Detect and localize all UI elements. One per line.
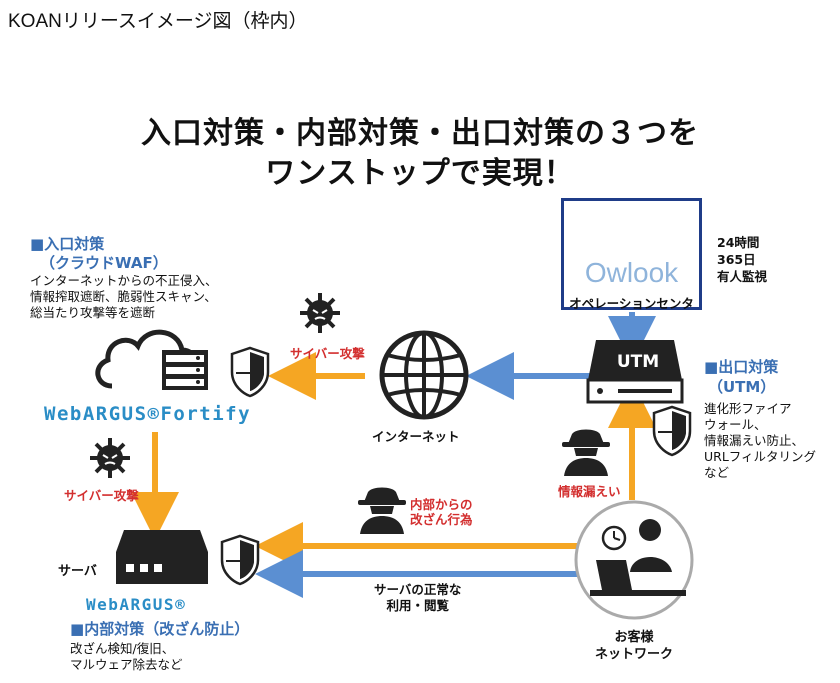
webargus-logo: WebARGUS® — [86, 595, 187, 614]
server-appliance-icon — [116, 530, 208, 584]
owlook-operation-center-box: Owlook オペレーションセンタ — [561, 198, 702, 311]
customer-network-line: お客様 — [614, 630, 654, 645]
shield-icon-utm — [652, 405, 692, 457]
exit-subtitle: （UTM） — [708, 378, 776, 396]
exit-desc-line: 情報漏えい防止、 — [704, 433, 805, 448]
entrance-square-icon: ■ — [30, 235, 45, 253]
operation-center-label: オペレーションセンタ — [569, 296, 694, 311]
monitoring-line: 365日 — [717, 252, 756, 267]
exit-square-icon: ■ — [704, 358, 719, 376]
monitoring-line: 24時間 — [717, 235, 760, 250]
hacker-icon-leak — [562, 429, 610, 476]
entrance-subtitle: （クラウドWAF） — [40, 254, 168, 272]
entrance-desc-line: 情報搾取遮断、脆弱性スキャン、 — [30, 289, 217, 304]
customer-network-line: ネットワーク — [594, 647, 673, 662]
virus-icon-left — [90, 438, 130, 478]
page-title: KOANリリースイメージ図（枠内） — [8, 11, 308, 32]
headline-line1: 入口対策・内部対策・出口対策の３つを — [141, 116, 699, 151]
globe-icon — [379, 330, 469, 420]
cloud-waf-icon — [95, 329, 208, 390]
exit-desc-line: 進化形ファイア — [704, 401, 792, 416]
internal-description: 改ざん検知/復旧、 マルウェア除去など — [70, 641, 183, 673]
utm-label: UTM — [616, 352, 660, 372]
tamper-label: 内部からの 改ざん行為 — [410, 497, 473, 527]
utm-appliance-icon — [586, 340, 684, 404]
internal-square-icon: ■ — [70, 620, 85, 638]
normal-use-line: 利用・閲覧 — [386, 598, 449, 613]
owlook-logo: Owlook — [584, 257, 679, 288]
entrance-title: 入口対策 — [44, 235, 105, 253]
shield-icon-server — [220, 534, 260, 586]
webargus-fortify-logo: WebARGUS®Fortify — [44, 403, 252, 425]
monitoring-note: 24時間 365日 有人監視 — [717, 234, 767, 285]
internal-desc-line: マルウェア除去など — [70, 657, 183, 672]
normal-use-label: サーバの正常な 利用・閲覧 — [374, 582, 461, 614]
normal-use-line: サーバの正常な — [374, 582, 462, 597]
tamper-label-line: 内部からの — [410, 497, 473, 512]
customer-network-label: お客様 ネットワーク — [588, 629, 680, 663]
cyber-attack-label-top: サイバー攻撃 — [290, 346, 365, 361]
entrance-desc-line: インターネットからの不正侵入、 — [30, 273, 218, 288]
hacker-icon-tamper — [358, 487, 406, 534]
exit-desc-line: ウォール、 — [704, 417, 767, 432]
entrance-description: インターネットからの不正侵入、 情報搾取遮断、脆弱性スキャン、 総当たり攻撃等を… — [30, 273, 218, 321]
exit-title: 出口対策 — [718, 358, 779, 376]
headline-line2: ワンストップで実現！ — [265, 156, 575, 191]
entrance-heading: ■入口対策 — [30, 235, 104, 254]
exit-description: 進化形ファイア ウォール、 情報漏えい防止、 URLフィルタリング など — [704, 401, 816, 481]
internet-label: インターネット — [372, 429, 460, 444]
virus-icon-top — [300, 293, 340, 333]
internal-heading: ■内部対策（改ざん防止） — [70, 620, 249, 639]
info-leak-label: 情報漏えい — [558, 484, 621, 499]
customer-network-icon — [574, 500, 694, 620]
shield-icon-waf — [230, 346, 270, 398]
exit-desc-line: URLフィルタリング — [704, 449, 817, 464]
exit-desc-line: など — [704, 465, 730, 480]
internal-desc-line: 改ざん検知/復旧、 — [70, 641, 175, 656]
monitoring-line: 有人監視 — [717, 269, 768, 284]
internal-title: 内部対策（改ざん防止） — [84, 620, 250, 638]
cyber-attack-label-left: サイバー攻撃 — [64, 488, 139, 503]
tamper-label-line: 改ざん行為 — [410, 512, 473, 527]
entrance-desc-line: 総当たり攻撃等を遮断 — [30, 305, 156, 320]
exit-heading: ■出口対策 — [704, 358, 778, 377]
server-label: サーバ — [58, 564, 97, 579]
